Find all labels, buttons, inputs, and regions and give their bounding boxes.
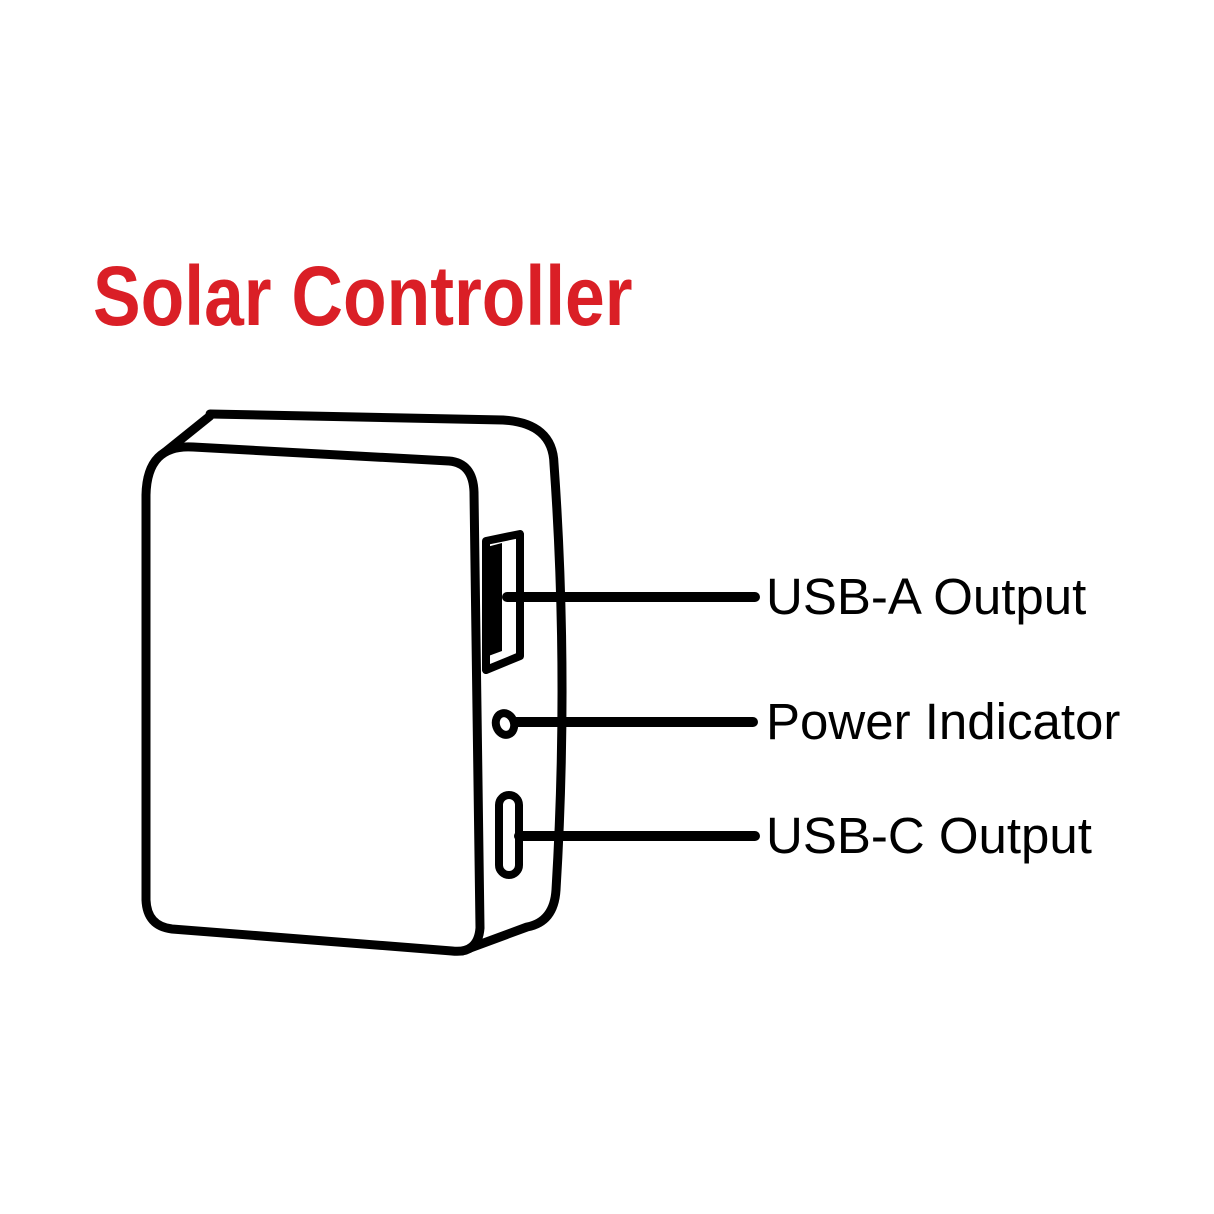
device-body-outline (205, 409, 567, 956)
label-usb-c-output: USB-C Output (766, 807, 1092, 864)
label-power-indicator: Power Indicator (766, 693, 1121, 750)
device-front-face (141, 442, 485, 956)
label-usb-a-output: USB-A Output (766, 568, 1087, 625)
usb-a-port-slot (483, 543, 502, 658)
page-title: Solar Controller (93, 249, 633, 343)
